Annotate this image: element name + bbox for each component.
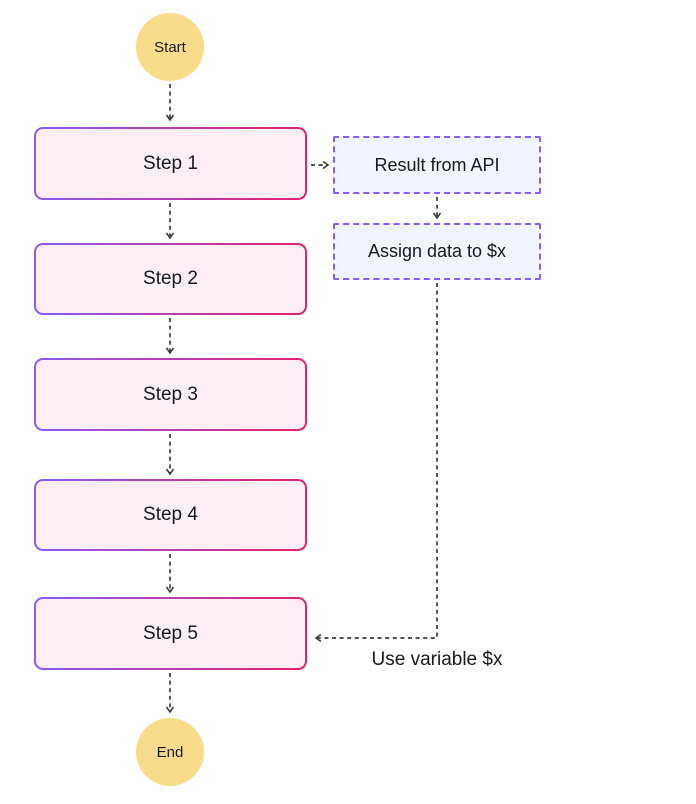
step-label-3: Step 3 [143,383,198,405]
end-label: End [156,743,184,761]
end-node: End [136,718,204,786]
step-label-2: Step 2 [143,268,198,289]
note-assign-label: Assign data to $x [367,241,507,261]
step-node-2: Step 2 [34,243,307,315]
note-result-label: Result from API [374,154,500,175]
note-result-from-api: Result from API [333,136,541,194]
step-label-1: Step 1 [143,152,198,174]
start-node: Start [136,13,204,81]
step-node-1: Step 1 [34,127,307,200]
step-label-5: Step 5 [143,622,198,644]
arrow-assign-to-step5 [314,283,438,643]
use-variable-label: Use variable $x [371,649,503,670]
note-assign-data: Assign data to $x [333,223,541,280]
step-label-4: Step 4 [143,504,198,525]
start-label: Start [154,38,186,56]
step-node-5: Step 5 [34,597,307,670]
step-node-4: Step 4 [34,479,307,551]
step-node-3: Step 3 [34,358,307,431]
